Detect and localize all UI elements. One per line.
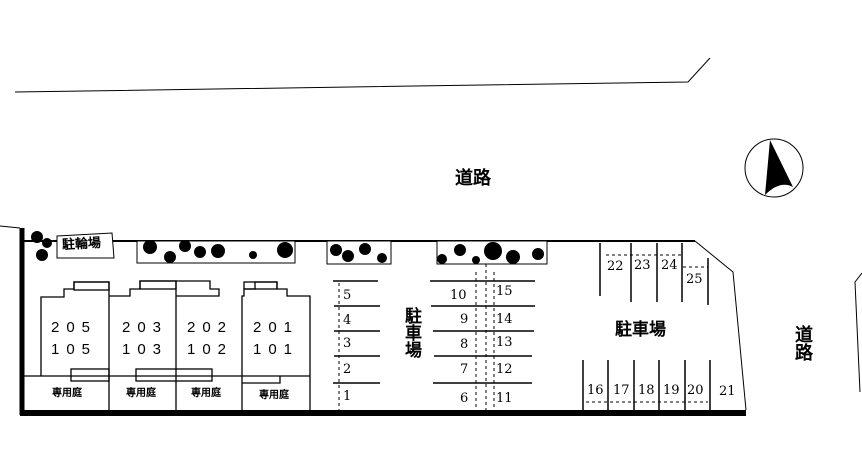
unit-lower: 102 xyxy=(187,341,234,358)
parking-label-center: 駐車場 xyxy=(401,307,421,358)
unit-upper: 205 xyxy=(51,319,98,336)
bicycle-parking-label: 駐輪場 xyxy=(61,235,102,254)
parking-space: 10 xyxy=(450,288,467,303)
road-label-top: 道路 xyxy=(455,168,491,189)
parking-space: 2 xyxy=(343,362,352,377)
parking-space: 21 xyxy=(719,384,736,399)
parking-space: 17 xyxy=(613,383,630,398)
parking-space: 22 xyxy=(607,259,624,274)
garden-label: 専用庭 xyxy=(259,390,289,401)
parking-space: 11 xyxy=(496,391,513,406)
garden-label: 専用庭 xyxy=(126,388,156,399)
unit-upper: 203 xyxy=(122,319,169,336)
unit-upper: 201 xyxy=(253,319,300,336)
parking-space: 19 xyxy=(663,383,680,398)
parking-space: 14 xyxy=(496,312,513,327)
parking-space: 18 xyxy=(638,383,655,398)
parking-space: 20 xyxy=(687,383,704,398)
parking-space: 5 xyxy=(343,288,352,303)
parking-space: 24 xyxy=(661,258,678,273)
garden-label: 専用庭 xyxy=(52,388,82,399)
garden-label: 専用庭 xyxy=(191,388,221,399)
north-arrow-icon xyxy=(745,139,803,197)
unit-lower: 105 xyxy=(51,341,98,358)
parking-space: 6 xyxy=(460,391,469,406)
parking-space: 15 xyxy=(496,284,513,299)
parking-space: 12 xyxy=(496,362,513,377)
parking-label-right: 駐車場 xyxy=(615,320,666,340)
parking-space: 25 xyxy=(686,272,703,287)
parking-space: 8 xyxy=(460,337,469,352)
parking-space: 1 xyxy=(343,389,352,404)
unit-lower: 101 xyxy=(253,341,300,358)
unit-upper: 202 xyxy=(187,319,234,336)
parking-space: 7 xyxy=(460,362,469,377)
parking-space: 9 xyxy=(460,312,469,327)
parking-space: 23 xyxy=(634,258,651,273)
parking-space: 4 xyxy=(343,313,352,328)
parking-space: 16 xyxy=(587,383,604,398)
parking-space: 13 xyxy=(496,335,513,350)
road-label-right: 道路 xyxy=(792,325,813,361)
parking-space: 3 xyxy=(343,336,352,351)
unit-lower: 103 xyxy=(122,341,169,358)
